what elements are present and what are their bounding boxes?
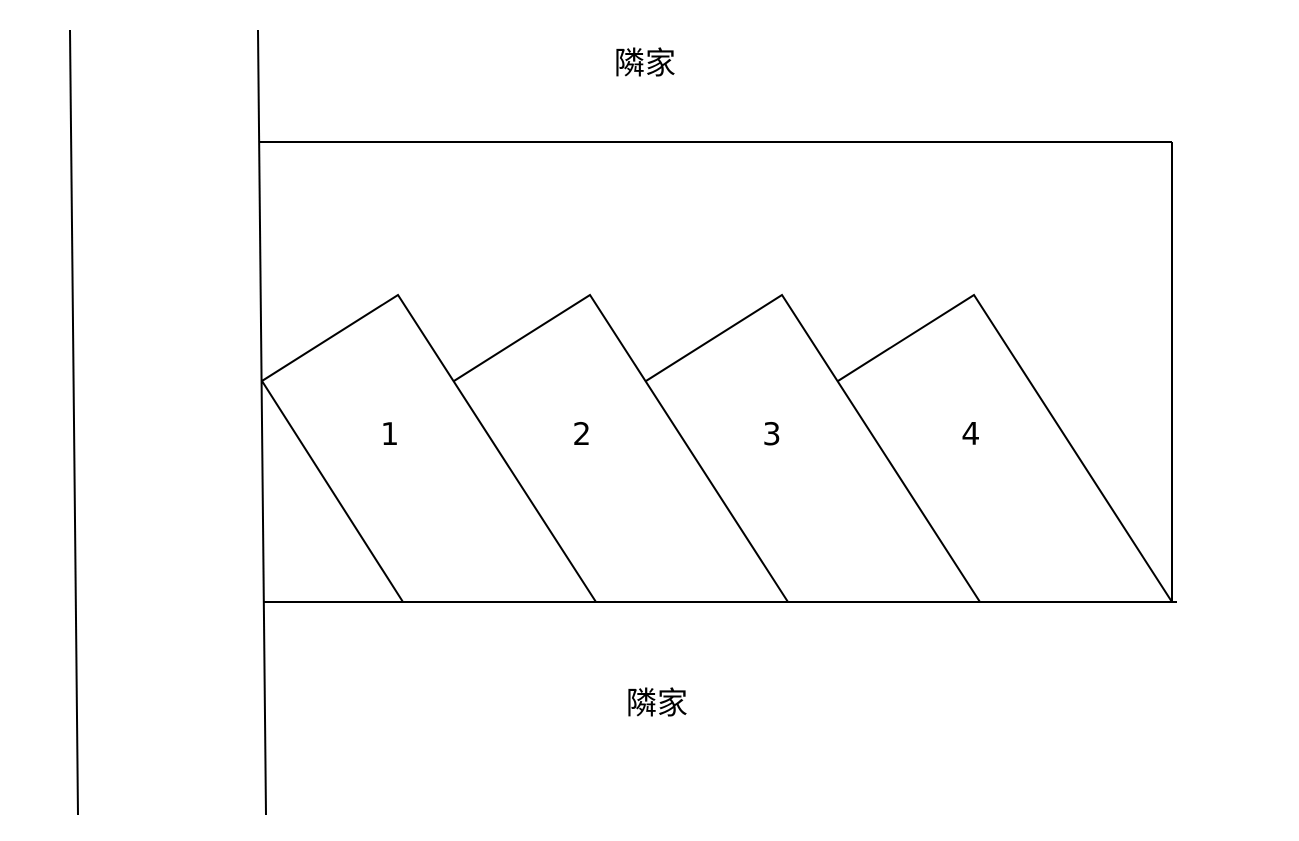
parking-space-1-outline	[261, 293, 597, 603]
parking-space-2-outline	[453, 293, 789, 603]
parking-space-3-label: 3	[762, 417, 782, 453]
parking-space-4-label: 4	[961, 417, 981, 453]
road-edge-line-outer	[69, 29, 79, 816]
parking-space-1-left-edge	[261, 380, 404, 603]
road-edge-line-inner	[257, 29, 267, 816]
neighbor-label-top: 隣家	[614, 46, 676, 82]
parking-space-3-outline	[645, 293, 981, 603]
parking-space-2-label: 2	[572, 417, 592, 453]
parking-space-4-outline	[837, 293, 1173, 603]
parking-space-1-label: 1	[380, 417, 400, 453]
neighbor-label-bottom: 隣家	[626, 686, 688, 722]
